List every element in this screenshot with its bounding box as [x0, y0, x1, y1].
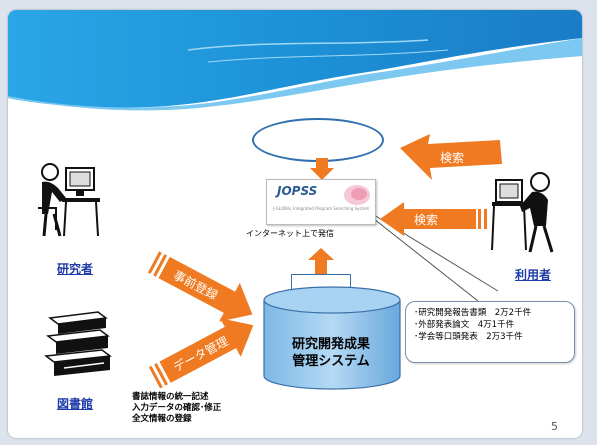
jopss-subtitle: J-GLOBAL Integrated Program Searching Sy… — [273, 206, 370, 211]
user-label: 利用者 — [515, 268, 552, 282]
data-management-arrow: データ管理 — [148, 318, 254, 389]
library-note: 書誌情報の統一記述 — [132, 392, 209, 402]
database-label-line2: 管理システム — [292, 354, 370, 369]
researcher-icon — [38, 163, 100, 237]
books-icon — [44, 311, 112, 376]
search-arrow-top: 検索 — [400, 134, 502, 180]
search-oval — [252, 118, 384, 162]
library-note: 入力データの確認･修正 — [132, 403, 222, 413]
header-band — [8, 10, 582, 111]
search-arrow-mid: 検索 — [380, 202, 487, 236]
library-label: 図書館 — [57, 397, 94, 411]
researcher-label: 研究者 — [57, 262, 94, 276]
library-note: 全文情報の登録 — [132, 414, 192, 424]
jopss-box: JOPSS J-GLOBAL Integrated Program Search… — [266, 179, 376, 225]
search-arrow-top-label: 検索 — [440, 151, 464, 165]
stats-item: ･研究開発報告書類 2万2千件 — [414, 308, 532, 318]
page-number: 5 — [551, 420, 558, 433]
database-cylinder — [263, 286, 401, 390]
slide: JOPSS J-GLOBAL Integrated Program Search… — [8, 10, 582, 438]
jopss-logo: JOPSS — [277, 184, 318, 198]
arrow-up-icon — [308, 248, 334, 274]
user-icon — [491, 172, 554, 253]
arrow-down-icon — [310, 158, 334, 180]
database-label-line1: 研究開発成果 — [291, 337, 370, 352]
search-arrow-mid-label: 検索 — [414, 213, 438, 227]
jopss-swirl-icon — [344, 185, 370, 205]
stats-item: ･学会等口頭発表 2万3千件 — [414, 332, 523, 342]
database-label: 研究開発成果 管理システム — [271, 336, 391, 370]
stats-item: ･外部発表論文 4万1千件 — [414, 320, 515, 330]
jopss-caption: インターネット上で発信 — [246, 229, 334, 238]
library-notes: 書誌情報の統一記述 入力データの確認･修正 全文情報の登録 — [132, 392, 221, 425]
stats-box: ･研究開発報告書類 2万2千件 ･外部発表論文 4万1千件 ･学会等口頭発表 2… — [405, 301, 575, 363]
pre-registration-arrow: 事前登録 — [148, 251, 253, 322]
